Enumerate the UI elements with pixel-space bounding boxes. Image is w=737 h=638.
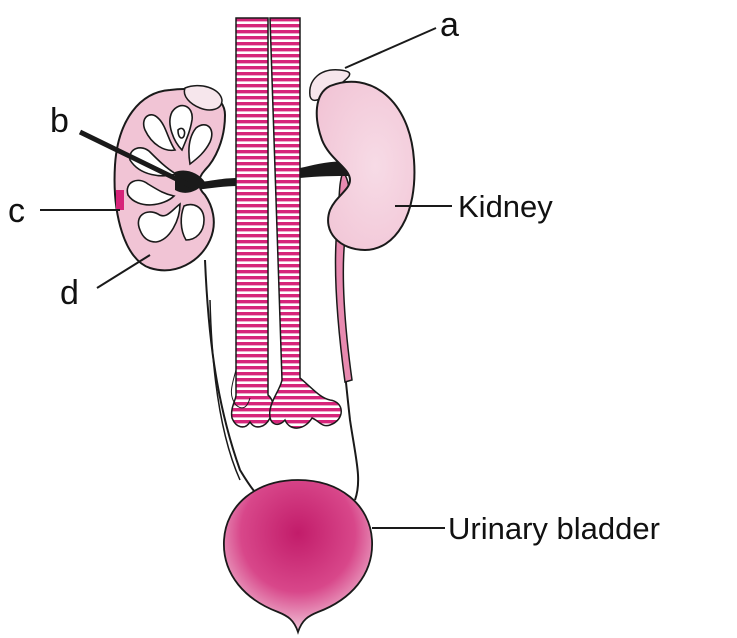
urinary-bladder (224, 480, 372, 632)
label-urinary-bladder: Urinary bladder (448, 511, 660, 546)
pointer-d (97, 255, 150, 288)
label-a: a (440, 6, 459, 44)
aorta (232, 18, 274, 427)
pointer-a (345, 28, 436, 68)
kidney (310, 70, 415, 250)
label-c: c (8, 192, 25, 230)
label-d: d (60, 274, 79, 312)
cortex-stripe (116, 190, 124, 210)
label-kidney: Kidney (458, 189, 553, 224)
bladder-body (224, 480, 372, 632)
label-b: b (50, 102, 69, 140)
